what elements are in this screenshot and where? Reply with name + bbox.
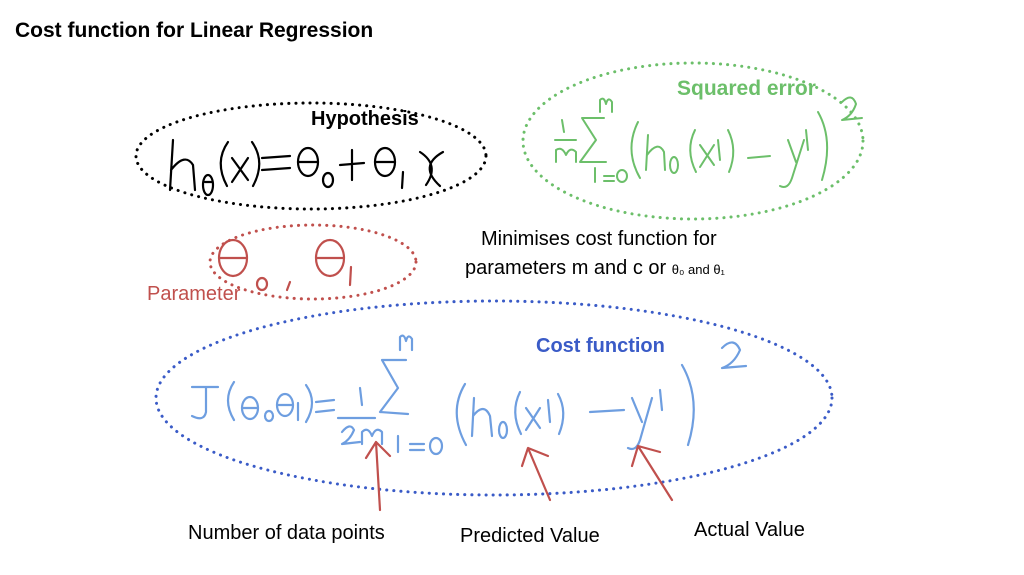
actual-value-label: Actual Value [694, 519, 805, 541]
parameter-label: Parameter [147, 283, 241, 305]
arrow-actual-value [630, 444, 674, 502]
arrow-predicted-value [520, 446, 552, 502]
squared-error-ellipse [521, 61, 865, 221]
cost-function-ellipse [154, 299, 834, 497]
minimises-line-2: parameters m and c or θ₀ and θ₁ [465, 257, 725, 280]
hypothesis-label: Hypothesis [311, 108, 419, 130]
page-title: Cost function for Linear Regression [15, 19, 374, 42]
theta1-text: θ₁ [713, 262, 725, 277]
parameter-thetas [217, 238, 353, 292]
cost-function-formula [190, 334, 748, 456]
arrow-number-of-data-points [364, 440, 392, 512]
and-text: and [684, 262, 714, 277]
theta0-text: θ₀ [671, 262, 685, 277]
cost-function-label: Cost function [536, 335, 665, 357]
minimises-line-2-prefix: parameters m and c or [465, 257, 672, 279]
annotation-arrows [364, 440, 674, 512]
squared-error-label: Squared error [677, 77, 816, 100]
parameter-ellipse [208, 223, 418, 301]
hypothesis-formula [168, 138, 445, 197]
minimises-line-1: Minimises cost function for [481, 228, 717, 250]
predicted-value-label: Predicted Value [460, 525, 600, 547]
number-of-data-points-label: Number of data points [188, 522, 385, 544]
squared-error-formula [554, 96, 863, 188]
hypothesis-ellipse [134, 101, 488, 211]
